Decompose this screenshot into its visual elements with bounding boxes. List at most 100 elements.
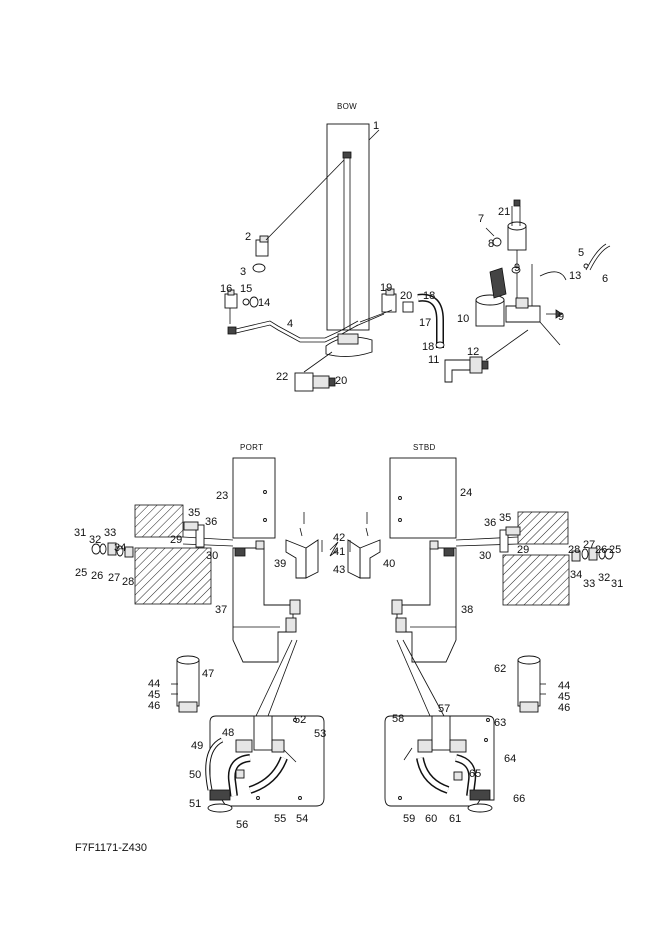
port-lower-hatch-block <box>134 547 212 605</box>
callout-34-port: 34 <box>114 542 126 554</box>
fuel-pickup-assembly <box>294 333 373 392</box>
callout-25-port: 25 <box>75 567 87 579</box>
port-upper-hatch-block <box>134 504 184 538</box>
heading-bow: BOW <box>337 102 357 111</box>
callout-11: 11 <box>428 354 439 366</box>
callout-22: 22 <box>276 371 288 383</box>
callout-20-lower: 20 <box>335 375 347 387</box>
callout-27-stbd: 27 <box>583 539 595 551</box>
callout-26-stbd: 26 <box>595 544 607 556</box>
callout-39: 39 <box>274 558 286 570</box>
fuel-tank-part-1 <box>326 123 380 331</box>
callout-19: 19 <box>380 282 392 294</box>
callout-17: 17 <box>419 317 431 329</box>
callout-47: 47 <box>202 668 214 680</box>
callout-36-port: 36 <box>205 516 217 528</box>
callout-33-port: 33 <box>104 527 116 539</box>
fitting-part-19 <box>355 288 397 327</box>
bolts-part-41-43 <box>303 512 368 557</box>
callout-43: 43 <box>333 564 345 576</box>
stbd-filter-part-62 <box>517 655 546 713</box>
bracket-part-40 <box>347 527 381 579</box>
fitting-part-11 <box>444 329 529 383</box>
callout-61: 61 <box>449 813 461 825</box>
callout-20-upper: 20 <box>400 290 412 302</box>
callout-65: 65 <box>469 768 481 780</box>
callout-63: 63 <box>494 717 506 729</box>
callout-5: 5 <box>578 247 584 259</box>
callout-45-port: 45 <box>148 689 160 701</box>
callout-9-upper: 9 <box>514 262 520 274</box>
callout-4: 4 <box>287 318 293 330</box>
fuel-pump-part-10 <box>475 199 567 346</box>
fitting-part-2 <box>252 159 345 273</box>
callout-42: 42 <box>333 532 345 544</box>
callout-44-port: 44 <box>148 678 160 690</box>
callout-50: 50 <box>189 769 201 781</box>
callout-46-port: 46 <box>148 700 160 712</box>
stbd-tray <box>384 715 495 813</box>
callout-60: 60 <box>425 813 437 825</box>
callout-8: 8 <box>488 238 494 250</box>
callout-18-lower: 18 <box>422 341 434 353</box>
callout-40: 40 <box>383 558 395 570</box>
callout-28-stbd: 28 <box>568 544 580 556</box>
callout-28-port: 28 <box>122 576 134 588</box>
callout-37: 37 <box>215 604 227 616</box>
callout-49: 49 <box>191 740 203 752</box>
callout-34-stbd: 34 <box>570 569 582 581</box>
drawing-code: F7F1171-Z430 <box>75 842 147 854</box>
heading-stbd: STBD <box>413 443 436 452</box>
callout-30-port: 30 <box>206 550 218 562</box>
hose-part-17 <box>402 293 445 349</box>
bottom-callouts: 23 24 25 25 26 26 27 27 28 28 29 29 30 3… <box>74 487 623 831</box>
top-callouts: 1 2 3 4 5 6 7 8 9 9 10 11 12 13 14 15 16… <box>220 120 608 387</box>
callout-41: 41 <box>333 546 345 558</box>
callout-30-stbd: 30 <box>479 550 491 562</box>
clip-part-5 <box>583 243 611 271</box>
callout-21: 21 <box>498 206 510 218</box>
port-tray <box>205 715 325 813</box>
callout-35-stbd: 35 <box>499 512 511 524</box>
callout-7: 7 <box>478 213 484 225</box>
callout-54: 54 <box>296 813 308 825</box>
callout-12: 12 <box>467 346 479 358</box>
callout-24: 24 <box>460 487 472 499</box>
callout-45-stbd: 45 <box>558 691 570 703</box>
callout-51: 51 <box>189 798 201 810</box>
callout-15: 15 <box>240 283 252 295</box>
callout-6: 6 <box>602 273 608 285</box>
stbd-tank-part-24 <box>389 457 457 539</box>
callout-14: 14 <box>258 297 270 309</box>
callout-56: 56 <box>236 819 248 831</box>
callout-64: 64 <box>504 753 516 765</box>
callout-35-port: 35 <box>188 507 200 519</box>
callout-31-stbd: 31 <box>611 578 623 590</box>
callout-55: 55 <box>274 813 286 825</box>
callout-33-stbd: 33 <box>583 578 595 590</box>
port-fittings <box>91 521 205 558</box>
bracket-part-39 <box>285 527 319 579</box>
callout-38: 38 <box>461 604 473 616</box>
port-tank-part-37 <box>232 540 301 717</box>
callout-29-stbd: 29 <box>517 544 529 556</box>
callout-57: 57 <box>438 703 450 715</box>
callout-62: 62 <box>494 663 506 675</box>
callout-27-port: 27 <box>108 572 120 584</box>
callout-46-stbd: 46 <box>558 702 570 714</box>
callout-18-upper: 18 <box>423 290 435 302</box>
stbd-tank-part-38 <box>391 540 457 717</box>
callout-16: 16 <box>220 283 232 295</box>
callout-44-stbd: 44 <box>558 680 570 692</box>
stbd-upper-hatch-block <box>517 511 569 545</box>
heading-port: PORT <box>240 443 263 452</box>
callout-26-port: 26 <box>91 570 103 582</box>
fitting-part-16 <box>224 289 259 324</box>
callout-29-port: 29 <box>170 534 182 546</box>
callout-59: 59 <box>403 813 415 825</box>
callout-52: 52 <box>294 714 306 726</box>
callout-9-lower: 9 <box>558 311 564 323</box>
callout-10: 10 <box>457 313 469 325</box>
stbd-fittings <box>499 526 614 562</box>
